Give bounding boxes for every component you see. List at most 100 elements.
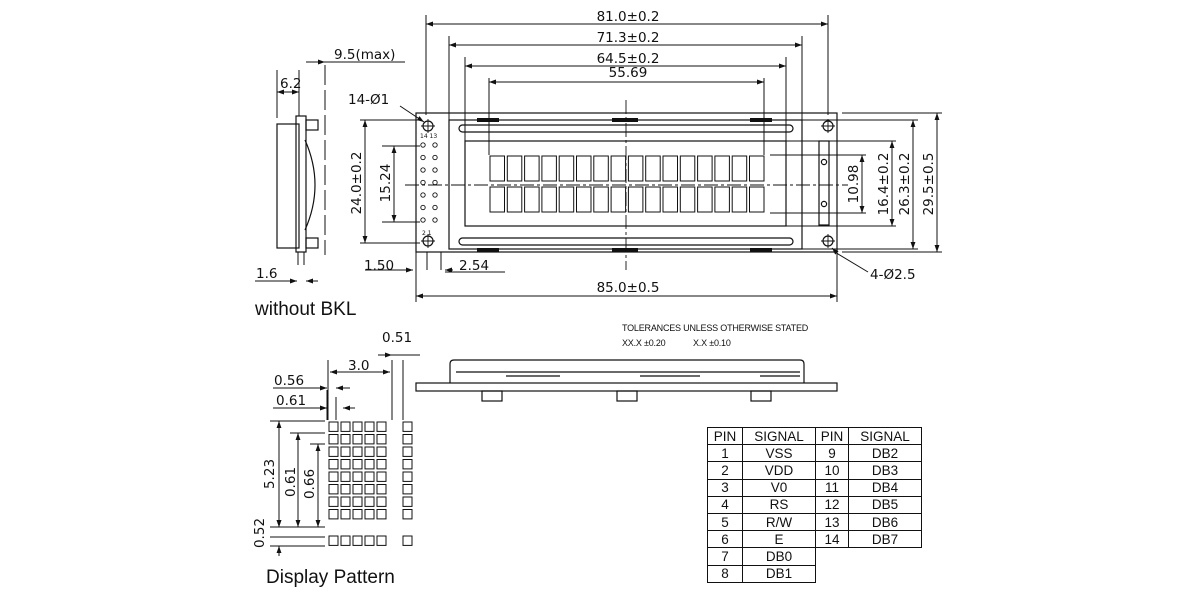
dot-matrix <box>328 421 413 546</box>
char-cell <box>576 186 592 213</box>
char-cell <box>662 155 678 182</box>
pixel-dot <box>402 446 413 457</box>
signal-cell: DB1 <box>742 564 816 583</box>
pixel-dot <box>376 421 387 432</box>
pixel-dot <box>402 496 413 507</box>
signal-cell: R/W <box>742 512 816 532</box>
pixel-dot <box>364 459 375 470</box>
pat-gap: 0.51 <box>382 330 412 346</box>
dim-char-width: 55.69 <box>609 65 648 81</box>
signal-cell: DB7 <box>848 530 922 549</box>
pixel-dot <box>402 471 413 482</box>
pat-char-height: 5.23 <box>262 459 278 489</box>
display-pattern <box>270 355 420 556</box>
pixel-dot <box>340 484 351 495</box>
pixel-dot <box>328 484 339 495</box>
pixel-dot <box>340 459 351 470</box>
dim-pcb-thickness: 1.6 <box>256 266 277 282</box>
pixel-dot <box>364 484 375 495</box>
header-signal: SIGNAL <box>742 426 816 446</box>
char-cell <box>489 186 505 213</box>
pin-cell: 12 <box>815 495 849 514</box>
pin-holes <box>420 142 438 223</box>
pixel-dot <box>340 535 351 546</box>
char-cell <box>645 155 661 182</box>
pixel-dot <box>402 434 413 445</box>
char-cell <box>731 155 748 182</box>
pixel-dot <box>376 459 387 470</box>
pixel-dot <box>364 421 375 432</box>
dim-thickness: 9.5(max) <box>334 47 395 63</box>
pixel-dot <box>328 434 339 445</box>
char-cell <box>593 155 609 182</box>
dim-bezel-depth: 6.2 <box>280 76 301 92</box>
pixel-dot <box>328 535 339 546</box>
pixel-dot <box>376 446 387 457</box>
pcb-outline <box>415 112 838 253</box>
right-connector <box>818 140 830 226</box>
tolerance-xxx: XX.X ±0.20 <box>622 338 666 348</box>
pixel-dot <box>376 535 387 546</box>
char-cell <box>541 155 557 182</box>
char-cell <box>714 186 730 213</box>
pixel-dot <box>340 446 351 457</box>
pixel-dot <box>352 446 363 457</box>
pat-dot-pitch-x: 0.61 <box>276 393 306 409</box>
pixel-dot <box>364 535 375 546</box>
char-cell <box>679 186 696 213</box>
signal-cell: RS <box>742 495 816 514</box>
char-cell <box>731 186 748 213</box>
pixel-dot <box>328 471 339 482</box>
char-cell <box>524 186 540 213</box>
pin-label-bottom: 2 1 <box>422 230 432 237</box>
char-cell <box>489 155 505 182</box>
header-signal-2: SIGNAL <box>848 426 922 446</box>
pixel-dot <box>352 434 363 445</box>
pixel-dot <box>352 459 363 470</box>
pin-cell: 4 <box>707 495 743 514</box>
pixel-dot <box>364 434 375 445</box>
pin-hole <box>420 217 426 223</box>
char-cell <box>593 186 609 213</box>
char-cell <box>627 155 644 182</box>
pixel-dot <box>364 446 375 457</box>
pin-hole <box>432 167 438 173</box>
pat-dot-width: 0.56 <box>274 373 304 389</box>
signal-cell: V0 <box>742 478 816 497</box>
pin-cell: 2 <box>707 461 743 480</box>
char-cell <box>576 155 592 182</box>
pixel-dot <box>352 421 363 432</box>
pin-cell: 3 <box>707 478 743 497</box>
dim-overall-width: 81.0±0.2 <box>597 9 660 25</box>
pin-cell: 10 <box>815 461 849 480</box>
bottom-profile <box>415 359 838 402</box>
pixel-dot <box>340 496 351 507</box>
char-cell <box>541 186 557 213</box>
signal-cell: DB2 <box>848 444 922 463</box>
pixel-dot <box>402 459 413 470</box>
signal-cell: VDD <box>742 461 816 480</box>
signal-cell: VSS <box>742 444 816 463</box>
pin-cell: 6 <box>707 530 743 549</box>
pin-hole <box>420 167 426 173</box>
tolerance-xx: X.X ±0.10 <box>693 338 731 348</box>
signal-cell: DB4 <box>848 478 922 497</box>
character-grid <box>489 155 765 213</box>
dim-pin-pitch: 2.54 <box>459 258 489 274</box>
pixel-dot <box>340 421 351 432</box>
char-cell <box>524 155 540 182</box>
header-pin-2: PIN <box>815 426 849 446</box>
dim-view-width: 64.5±0.2 <box>597 51 660 67</box>
signal-cell: E <box>742 530 816 549</box>
pin-hole <box>420 142 426 148</box>
char-cell <box>714 155 730 182</box>
pin-hole <box>432 217 438 223</box>
pat-dot-height: 0.66 <box>302 469 318 499</box>
dim-pin-span: 15.24 <box>378 164 394 203</box>
char-cell <box>697 186 713 213</box>
viewing-area <box>464 140 787 227</box>
